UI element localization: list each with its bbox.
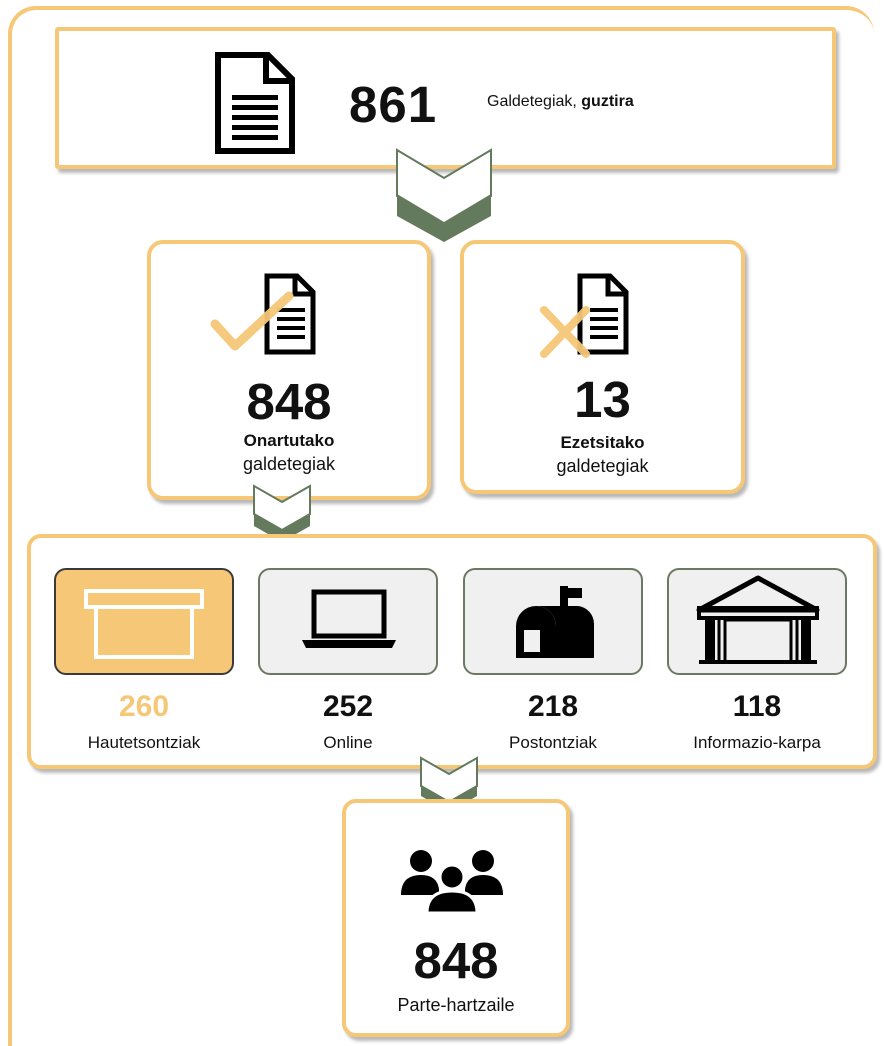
channel-value-online: 252 (322, 690, 374, 723)
rejected-card: 13 Ezetsitako galdetegiak (460, 240, 745, 494)
total-value: 861 (349, 76, 438, 133)
accepted-card: 848 Onartutako galdetegiak (147, 240, 431, 500)
outer-frame (8, 6, 874, 1046)
participants-card: 848 Parte-hartzaile (342, 799, 570, 1037)
tent-icon (696, 575, 820, 664)
accepted-label-bold: Onartutako (243, 431, 335, 450)
document-icon (215, 52, 295, 154)
rejected-label: galdetegiak (556, 456, 649, 476)
chevron-down-icon (396, 148, 492, 242)
document-check-icon (210, 273, 316, 355)
people-group-icon (401, 850, 503, 915)
ballot-box-icon (84, 589, 204, 659)
channel-box-ballot (54, 568, 234, 675)
rejected-label-bold: Ezetsitako (560, 433, 645, 452)
channel-box-online (258, 568, 438, 675)
rejected-value: 13 (574, 371, 631, 428)
total-label-bold: guztira (581, 93, 634, 110)
total-card: 861 Galdetegiak, guztira (55, 27, 836, 169)
participants-value: 848 (413, 932, 499, 989)
channel-value-mailbox: 218 (527, 690, 579, 723)
channel-value-ballot: 260 (118, 690, 170, 723)
channel-box-mailbox (463, 568, 643, 675)
mailbox-icon (516, 586, 595, 658)
channels-card: 260 Hautetsontziak 252 Online 218 Poston… (27, 534, 877, 769)
participants-label: Parte-hartzaile (397, 995, 515, 1015)
channel-value-tent: 118 (732, 690, 782, 723)
laptop-icon (302, 589, 396, 648)
channel-label-ballot: Hautetsontziak (87, 733, 201, 752)
channel-label-tent: Informazio-karpa (693, 733, 821, 752)
channel-box-tent (667, 568, 847, 675)
accepted-label: galdetegiak (242, 454, 336, 474)
accepted-value: 848 (246, 373, 332, 430)
channel-label-mailbox: Postontziak (509, 733, 597, 752)
document-cross-icon (540, 273, 629, 358)
chevron-down-icon (253, 484, 311, 542)
channel-label-online: Online (323, 733, 373, 752)
total-label: Galdetegiak, guztira (487, 93, 634, 111)
total-label-prefix: Galdetegiak, (487, 93, 582, 110)
